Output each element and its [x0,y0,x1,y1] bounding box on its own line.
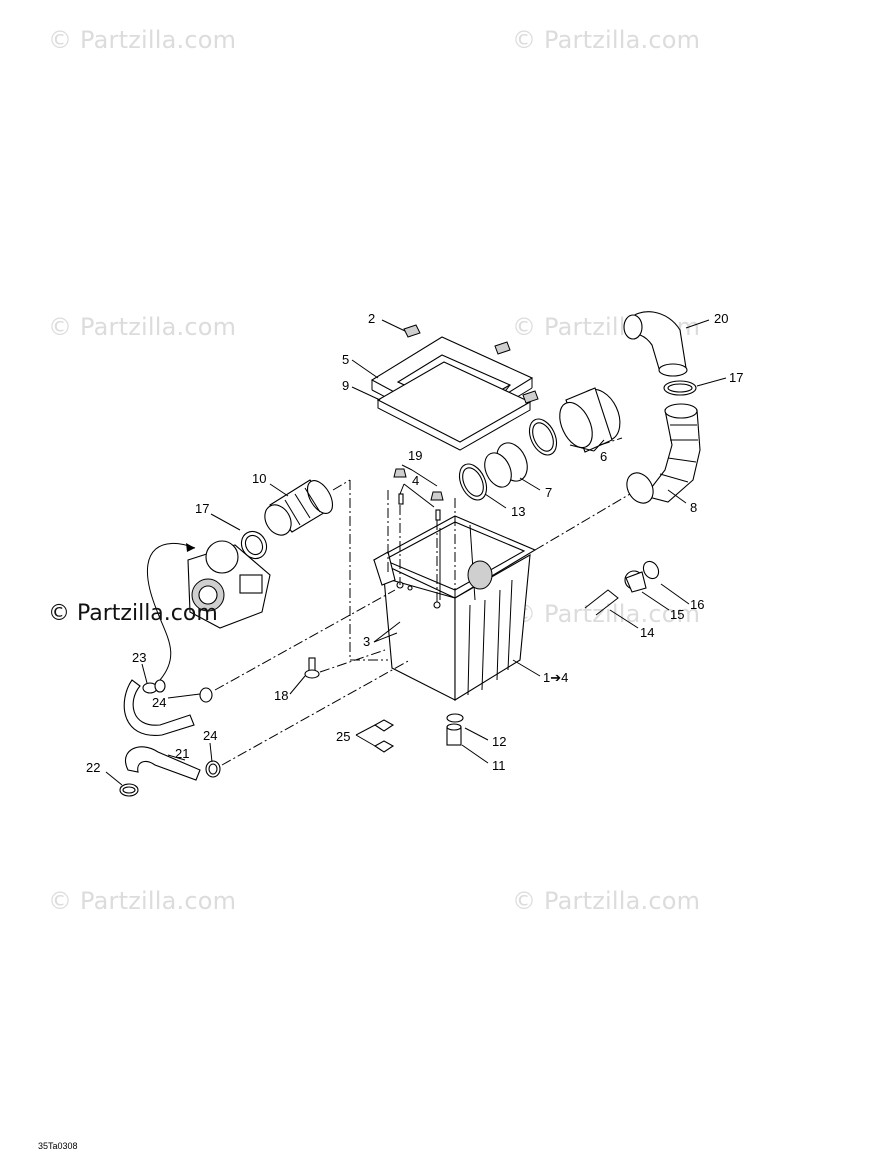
intake-elbow-20[interactable] [623,311,688,377]
callout-2: 2 [368,311,375,326]
callout-11: 11 [492,758,506,773]
callout-8: 8 [690,500,697,515]
callout-20: 20 [714,311,728,326]
grommet-19[interactable] [393,468,444,501]
carburetor [187,540,271,629]
callout-25: 25 [336,729,350,744]
watermark-mid-left: © Partzilla.com [48,313,237,341]
callout-17-lower: 17 [195,501,209,516]
drain-hose-21[interactable] [125,746,201,781]
callout-17-upper: 17 [729,370,743,385]
clamp-24-lower[interactable] [205,760,221,778]
callout-22: 22 [86,760,100,775]
intake-tube[interactable] [553,383,628,453]
callout-24-upper: 24 [152,695,166,710]
leader-lines [105,319,727,786]
rubber-adapter-7[interactable] [480,438,534,491]
drain-plug-11[interactable] [446,723,462,746]
drain-hose-23[interactable] [123,679,195,736]
callout-13: 13 [511,504,525,519]
drawing-code: 35Ta0308 [38,1141,78,1151]
screw-18[interactable] [304,657,320,679]
intake-duct-8[interactable] [622,403,701,508]
watermark-center-right: © Partzilla.com [512,600,701,628]
hose-clamp-13[interactable] [454,460,492,505]
callout-5: 5 [342,352,349,367]
callout-7: 7 [545,485,552,500]
vent-line [146,543,196,681]
callout-15: 15 [670,607,684,622]
callout-6: 6 [600,449,607,464]
disc-16[interactable] [640,559,661,582]
hose-clamp-17-lower[interactable] [237,527,272,563]
watermark-top-right: © Partzilla.com [512,26,701,54]
callout-18: 18 [274,688,288,703]
callout-19: 19 [408,448,422,463]
callout-4: 4 [412,473,419,488]
clamp-12[interactable] [446,713,464,723]
pads-25[interactable] [373,719,395,753]
callout-21: 21 [175,746,189,761]
callout-23: 23 [132,650,146,665]
callout-3: 3 [363,634,370,649]
callout-16: 16 [690,597,704,612]
clip-pair[interactable] [403,324,539,404]
intake-boot-10[interactable] [260,476,338,539]
callout-14: 14 [640,625,654,640]
watermark-bottom-right: © Partzilla.com [512,887,701,915]
watermark-bottom-left: © Partzilla.com [48,887,237,915]
watermark-center: © Partzilla.com [48,601,218,626]
clamp-22[interactable] [119,783,139,797]
callout-12: 12 [492,734,506,749]
callout-9: 9 [342,378,349,393]
callout-24-lower: 24 [203,728,217,743]
watermark-top-left: © Partzilla.com [48,26,237,54]
callout-10: 10 [252,471,266,486]
hose-clamp-6[interactable] [524,415,562,460]
assembly-lines [214,437,631,766]
clamp-24-upper[interactable] [154,679,213,703]
pins-4[interactable] [398,493,441,521]
cap-15[interactable] [624,570,647,593]
hose-clamp-17-upper[interactable] [663,380,697,396]
callouts: 2 5 9 20 17 6 7 8 13 10 17 19 4 3 1➔4 16… [86,311,743,775]
callout-1-to-4: 1➔4 [543,670,568,685]
wire-14[interactable] [584,589,619,616]
